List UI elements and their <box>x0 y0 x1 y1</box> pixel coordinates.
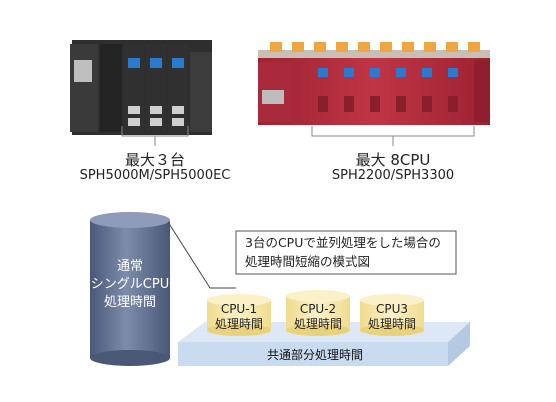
cpu-2-label: 処理時間 <box>293 317 342 331</box>
cpu-1-name: CPU-1 <box>220 302 258 316</box>
note-line-2: 処理時間短縮の模式図 <box>245 254 371 269</box>
platform-label: 共通部分処理時間 <box>266 348 363 362</box>
cpu-2-text: CPU-2 処理時間 <box>286 302 350 332</box>
product-right-count: 最大 8CPU <box>355 151 431 169</box>
callout-line <box>167 221 236 289</box>
bracket-right <box>311 126 475 137</box>
cylinder-label: 通常 シングルCPU 処理時間 <box>80 258 180 312</box>
note-box <box>235 230 457 275</box>
product-right-models: SPH2200/SPH3300 <box>331 168 455 183</box>
cpu-disc-1 <box>207 294 271 336</box>
plc-sph2200-image <box>258 42 490 125</box>
cpu-3-text: CPU3 処理時間 <box>360 302 424 332</box>
cylinder-label-line-1: 通常 <box>116 259 143 274</box>
cpu-disc-2 <box>286 290 350 336</box>
note-line-1: 3台のCPUで並列処理をした場合の <box>245 235 441 250</box>
cpu-1-label: 処理時間 <box>214 317 263 331</box>
cpu-2-name: CPU-2 <box>299 302 337 316</box>
single-cpu-cylinder <box>90 212 170 366</box>
product-left-models: SPH5000M/SPH5000EC <box>79 168 231 183</box>
product-left-count: 最大３台 <box>124 151 185 169</box>
cylinder-label-line-2: シングルCPU <box>90 277 170 292</box>
cpu-3-name: CPU3 <box>375 302 409 316</box>
cpu-3-label: 処理時間 <box>367 317 416 331</box>
cylinder-label-line-3: 処理時間 <box>103 295 156 310</box>
cpu-disc-3 <box>360 294 424 336</box>
note-text: 3台のCPUで並列処理をした場合の 処理時間短縮の模式図 <box>245 233 455 271</box>
plc-sph5000-image <box>70 40 212 135</box>
cpu-1-text: CPU-1 処理時間 <box>207 302 271 332</box>
